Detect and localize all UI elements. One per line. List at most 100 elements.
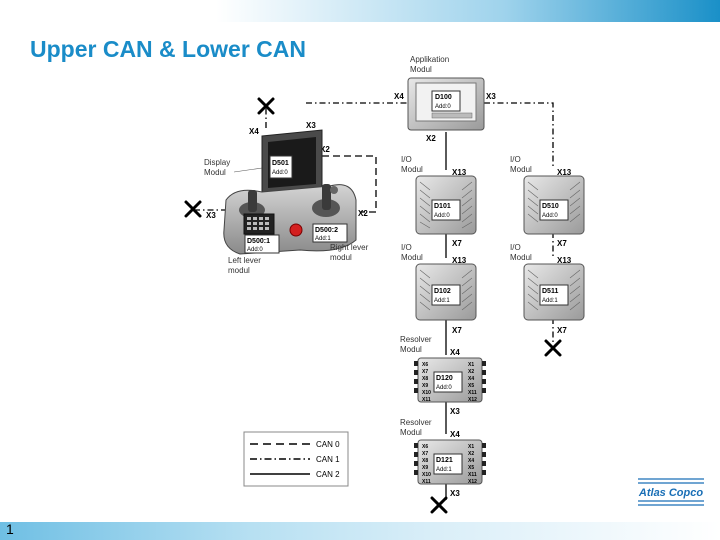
legend-can1: CAN 1 (316, 455, 340, 464)
display-module-addr: Add:0 (272, 170, 288, 176)
top-gradient-bar (0, 0, 720, 22)
diagram-label: D120 (436, 375, 453, 382)
diagram-label: X4 (468, 376, 474, 382)
app-module-label: Applikation (410, 55, 449, 64)
diagram-label: X6 (422, 444, 428, 450)
diagram-label: X6 (422, 362, 428, 368)
app-port-x4: X4 (394, 92, 404, 101)
diagram-label: X7 (557, 239, 567, 248)
can1-line-upper (265, 102, 554, 343)
diagram-label: Resolver (400, 335, 432, 344)
application-module: Applikation Modul D100 Add:0 X4 X3 X2 (394, 55, 496, 143)
diagram-label: I/O (401, 155, 412, 164)
diagram-label: Add:1 (436, 467, 452, 473)
diagram-label: X8 (422, 458, 428, 464)
display-module-id: D501 (272, 160, 289, 167)
diagram-label: X2 (468, 369, 474, 375)
diagram-label: Modul (400, 345, 422, 354)
diagram-label: Add:0 (434, 213, 450, 219)
diagram-label: I/O (510, 155, 521, 164)
resolver-module-d121: Resolver Modul X4 X6 X7 X8 X9 X10 X11 X1… (400, 418, 486, 498)
diagram-label: X9 (422, 465, 428, 471)
diagram-label: X13 (452, 256, 467, 265)
diagram-label: X7 (452, 239, 462, 248)
diagram-label: Add:1 (542, 298, 558, 304)
display-port-x4: X4 (249, 127, 259, 136)
slide-title: Upper CAN & Lower CAN (30, 36, 307, 62)
diagram-label: Modul (401, 165, 423, 174)
terminator-mark (430, 496, 448, 514)
right-lever-port: X2 (358, 209, 368, 218)
diagram-label: X10 (422, 390, 431, 396)
diagram-label: X11 (468, 390, 477, 396)
diagram-label: X1 (468, 444, 474, 450)
diagram-label: Add:0 (436, 385, 452, 391)
app-port-x2: X2 (426, 134, 436, 143)
diagram-label: X11 (422, 397, 431, 403)
diagram-label: X7 (452, 326, 462, 335)
diagram-label: Modul (510, 253, 532, 262)
diagram-label: Add:0 (542, 213, 558, 219)
right-lever-label: Right lever (330, 243, 369, 252)
diagram-label: X10 (422, 472, 431, 478)
display-module-label-2: Modul (204, 168, 226, 177)
left-lever-label-2: modul (228, 266, 250, 275)
page-number: 1 (6, 521, 14, 537)
diagram-label: X7 (422, 451, 428, 457)
diagram-label: D511 (542, 288, 558, 295)
diagram-label: X4 (450, 348, 460, 357)
left-lever-id: D500:1 (247, 238, 270, 245)
diagram-label: X2 (468, 451, 474, 457)
legend: CAN 0 CAN 1 CAN 2 (243, 431, 349, 487)
diagram-label: X12 (468, 479, 477, 485)
diagram-label: Add:1 (434, 298, 450, 304)
app-port-x3: X3 (486, 92, 496, 101)
diagram-label: X1 (468, 362, 474, 368)
app-module-addr: Add:0 (435, 104, 451, 110)
diagram-label: Modul (510, 165, 532, 174)
right-lever-id: D500:2 (315, 227, 338, 234)
display-port-x3: X3 (306, 121, 316, 130)
operator-console: Display Modul X4 X3 X2 D501 Add:0 D500:1 (204, 121, 369, 275)
left-lever-port: X3 (206, 211, 216, 220)
diagram-label: D121 (436, 457, 453, 464)
diagram-label: X3 (450, 489, 460, 498)
diagram-label: X13 (452, 168, 467, 177)
diagram-label: Modul (400, 428, 422, 437)
left-lever-label: Left lever (228, 256, 261, 265)
io-module-d102: I/O Modul X13 D102 Add:1 X7 (401, 243, 477, 335)
diagram-label: Modul (401, 253, 423, 262)
diagram-label: X13 (557, 168, 572, 177)
terminator-mark (184, 200, 202, 218)
diagram-label: X3 (450, 407, 460, 416)
diagram-label: D510 (542, 203, 559, 210)
display-module-label: Display (204, 158, 230, 167)
io-module-d510: I/O Modul X13 D510 Add:0 X7 (510, 155, 585, 248)
diagram-label: X12 (468, 397, 477, 403)
diagram-label: X7 (422, 369, 428, 375)
diagram-label: X9 (422, 383, 428, 389)
diagram-label: D102 (434, 288, 451, 295)
io-module-d101: I/O Modul X13 D101 Add:0 X7 (401, 155, 477, 248)
diagram-label: X7 (557, 326, 567, 335)
display-port-x2: X2 (320, 145, 330, 154)
terminator-mark (257, 97, 275, 115)
right-lever-label-2: modul (330, 253, 352, 262)
app-module-label-2: Modul (410, 65, 432, 74)
terminator-mark (544, 339, 562, 357)
diagram-label: X8 (422, 376, 428, 382)
diagram-label: Resolver (400, 418, 432, 427)
legend-can0: CAN 0 (316, 440, 340, 449)
diagram-label: X4 (468, 458, 474, 464)
atlas-copco-logo: Atlas Copco (636, 474, 706, 510)
bottom-gradient-bar (0, 522, 720, 540)
diagram-label: I/O (510, 243, 521, 252)
diagram-label: X5 (468, 383, 474, 389)
can0-line (322, 155, 377, 213)
right-lever-addr: Add:1 (315, 236, 331, 242)
diagram-label: X5 (468, 465, 474, 471)
diagram-label: I/O (401, 243, 412, 252)
diagram-label: X11 (468, 472, 477, 478)
io-module-d511: I/O Modul X13 D511 Add:1 X7 (510, 243, 585, 335)
